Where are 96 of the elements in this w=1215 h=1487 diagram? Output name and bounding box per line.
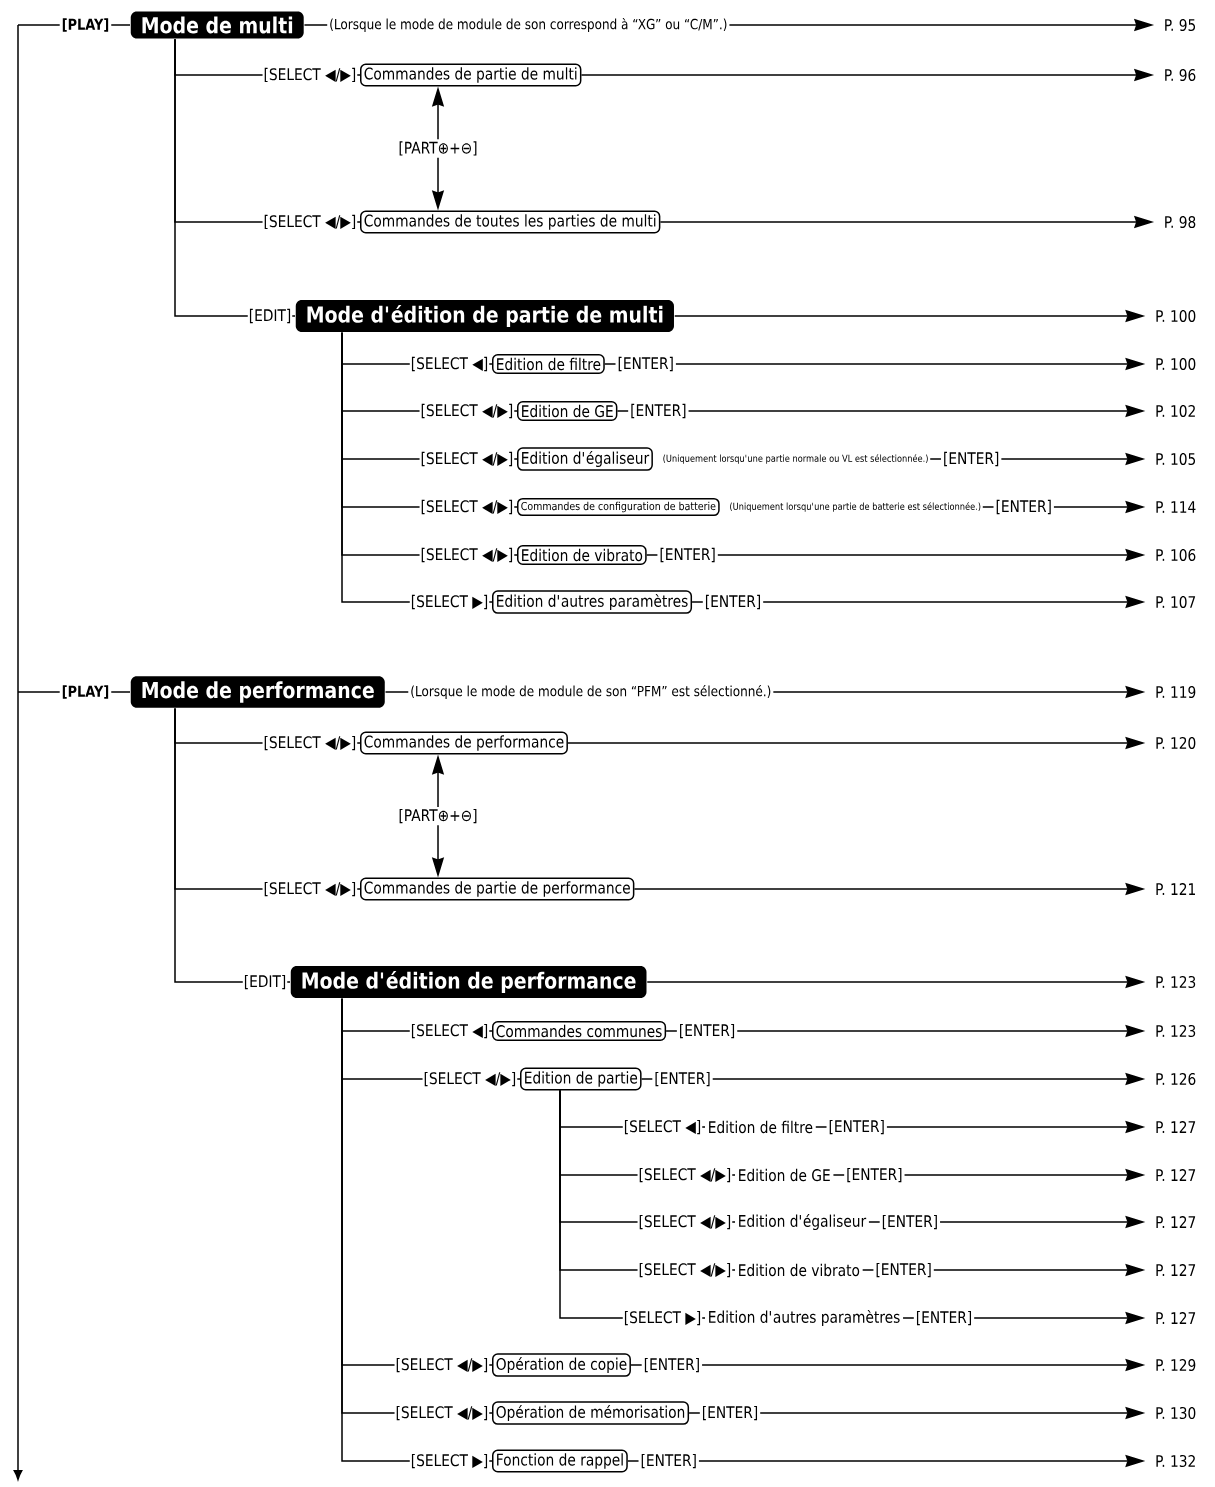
menu-box: Edition de partie — [520, 1067, 642, 1091]
page-reference: P. 127 — [1156, 1264, 1196, 1276]
page-reference: P. 127 — [1156, 1216, 1196, 1228]
edge-label: [SELECT ◀/▶] — [637, 1213, 733, 1231]
edge-label: [EDIT] — [242, 973, 288, 991]
page-reference: P. 132 — [1156, 1454, 1195, 1468]
page-reference: P. 123 — [1156, 1024, 1196, 1038]
edge-label: [SELECT ◀/▶] — [262, 66, 358, 84]
page-reference: P. 102 — [1156, 404, 1195, 418]
page-reference: P. 127 — [1156, 1312, 1196, 1324]
edge-label: (Lorsque le mode de module de son correspond à “XG” ou “C/M”.) — [327, 15, 730, 35]
menu-item: Edition d'autres paramètres — [709, 1309, 900, 1327]
edge-label: [SELECT ◀] — [409, 1022, 490, 1040]
edge-label: [ENTER] — [913, 1308, 975, 1328]
menu-box: Edition de GE — [517, 401, 618, 421]
menu-box: Edition d'égaliseur — [517, 447, 653, 471]
page-reference: P. 106 — [1156, 548, 1196, 562]
edge-label: [PLAY] — [59, 16, 112, 34]
edge-label: [SELECT ◀/▶] — [419, 402, 515, 420]
page-reference: P. 96 — [1165, 68, 1196, 82]
edge-label: [PART⊕+⊖] — [396, 139, 480, 158]
edge-label: [ENTER] — [879, 1212, 941, 1232]
edge-label: [PART⊕+⊖] — [396, 806, 480, 826]
page-reference: P. 130 — [1156, 1406, 1196, 1420]
menu-item: Edition de vibrato — [739, 1263, 860, 1277]
edge-label: [SELECT ◀] — [622, 1118, 703, 1136]
edge-label: [ENTER] — [844, 1165, 905, 1185]
edge-label: [ENTER] — [873, 1260, 934, 1280]
edge-label: (Lorsque le mode de module de son “PFM” est sélectionné.) — [408, 682, 774, 702]
edge-label: [ENTER] — [652, 1069, 713, 1089]
mode-box: Mode de multi — [130, 11, 304, 39]
page-reference: P. 126 — [1156, 1072, 1196, 1086]
edge-label: [EDIT] — [247, 307, 293, 325]
edge-label: [ENTER] — [699, 1403, 761, 1423]
edge-label: [ENTER] — [702, 592, 764, 612]
edge-label: [SELECT ◀/▶] — [419, 498, 515, 516]
page-reference: P. 105 — [1156, 452, 1196, 466]
menu-item: Edition d'égaliseur — [739, 1213, 867, 1231]
menu-box: Commandes de performance — [360, 731, 568, 755]
menu-box: Commandes de configuration de batterie — [517, 497, 720, 517]
edge-label: [PLAY] — [59, 683, 112, 701]
menu-box: Fonction de rappel — [492, 1449, 628, 1473]
menu-box: Edition de vibrato — [517, 545, 647, 565]
edge-label: [SELECT ▶] — [622, 1309, 703, 1327]
connector — [174, 38, 296, 317]
page-reference: P. 107 — [1156, 595, 1196, 609]
edge-label: [SELECT ◀/▶] — [394, 1356, 490, 1374]
page-reference: P. 121 — [1156, 883, 1195, 895]
edge-label: [SELECT ◀/▶] — [637, 1261, 733, 1279]
edge-label: [SELECT ▶] — [409, 593, 490, 611]
edge-label: [SELECT ◀] — [409, 355, 490, 373]
edge-label: [SELECT ◀/▶] — [419, 450, 515, 468]
connector — [174, 707, 291, 983]
page-reference: P. 120 — [1156, 736, 1196, 750]
edge-label: [SELECT ▶] — [409, 1452, 490, 1470]
menu-box: Commandes de partie de performance — [360, 877, 635, 901]
menu-box: Edition de filtre — [492, 354, 605, 374]
page-reference: P. 123 — [1156, 975, 1196, 989]
menu-box: Edition d'autres paramètres — [492, 590, 693, 614]
edge-label: [ENTER] — [641, 1355, 703, 1375]
page-reference: P. 98 — [1165, 215, 1196, 229]
edge-label: [SELECT ◀/▶] — [419, 546, 515, 564]
note: (Uniquement lorsqu'une partie de batterie est sélectionnée.) — [730, 502, 981, 512]
page-reference: P. 129 — [1156, 1358, 1196, 1372]
edge-label: [ENTER] — [941, 449, 1002, 469]
mode-box: Mode d'édition de performance — [290, 965, 647, 999]
edge-label: [ENTER] — [615, 354, 676, 374]
edge-label: [SELECT ◀/▶] — [262, 734, 358, 752]
page-reference: P. 100 — [1156, 357, 1196, 371]
edge-label: [ENTER] — [993, 497, 1054, 517]
edge-label: [ENTER] — [628, 401, 689, 421]
edge-label: [SELECT ◀/▶] — [394, 1404, 490, 1422]
page-reference: P. 127 — [1156, 1121, 1196, 1133]
edge-label: [SELECT ◀/▶] — [262, 213, 358, 231]
page-reference: P. 95 — [1165, 18, 1196, 32]
mode-box: Mode de performance — [130, 676, 385, 708]
edge-label: [ENTER] — [657, 545, 718, 565]
edge-label: [SELECT ◀/▶] — [637, 1166, 733, 1184]
page-reference: P. 100 — [1156, 309, 1196, 323]
menu-box: Commandes communes — [492, 1021, 667, 1041]
edge-label: [ENTER] — [676, 1021, 738, 1041]
menu-item: Edition de filtre — [709, 1120, 813, 1134]
note: (Uniquement lorsqu'une partie normale ou VL est sélectionnée.) — [663, 454, 928, 464]
menu-box: Commandes de partie de multi — [360, 63, 582, 87]
page-reference: P. 119 — [1156, 685, 1196, 699]
menu-item: Edition de GE — [739, 1168, 830, 1182]
edge-label: [ENTER] — [638, 1451, 699, 1471]
menu-box: Opération de mémorisation — [492, 1401, 690, 1425]
menu-box: Opération de copie — [492, 1353, 631, 1377]
page-reference: P. 127 — [1156, 1169, 1196, 1181]
mode-box: Mode d'édition de partie de multi — [295, 299, 674, 333]
page-reference: P. 114 — [1156, 501, 1196, 513]
edge-label: [ENTER] — [826, 1117, 887, 1137]
edge-label: [SELECT ◀/▶] — [422, 1070, 518, 1088]
menu-box: Commandes de toutes les parties de multi — [360, 210, 661, 234]
edge-label: [SELECT ◀/▶] — [262, 880, 358, 898]
